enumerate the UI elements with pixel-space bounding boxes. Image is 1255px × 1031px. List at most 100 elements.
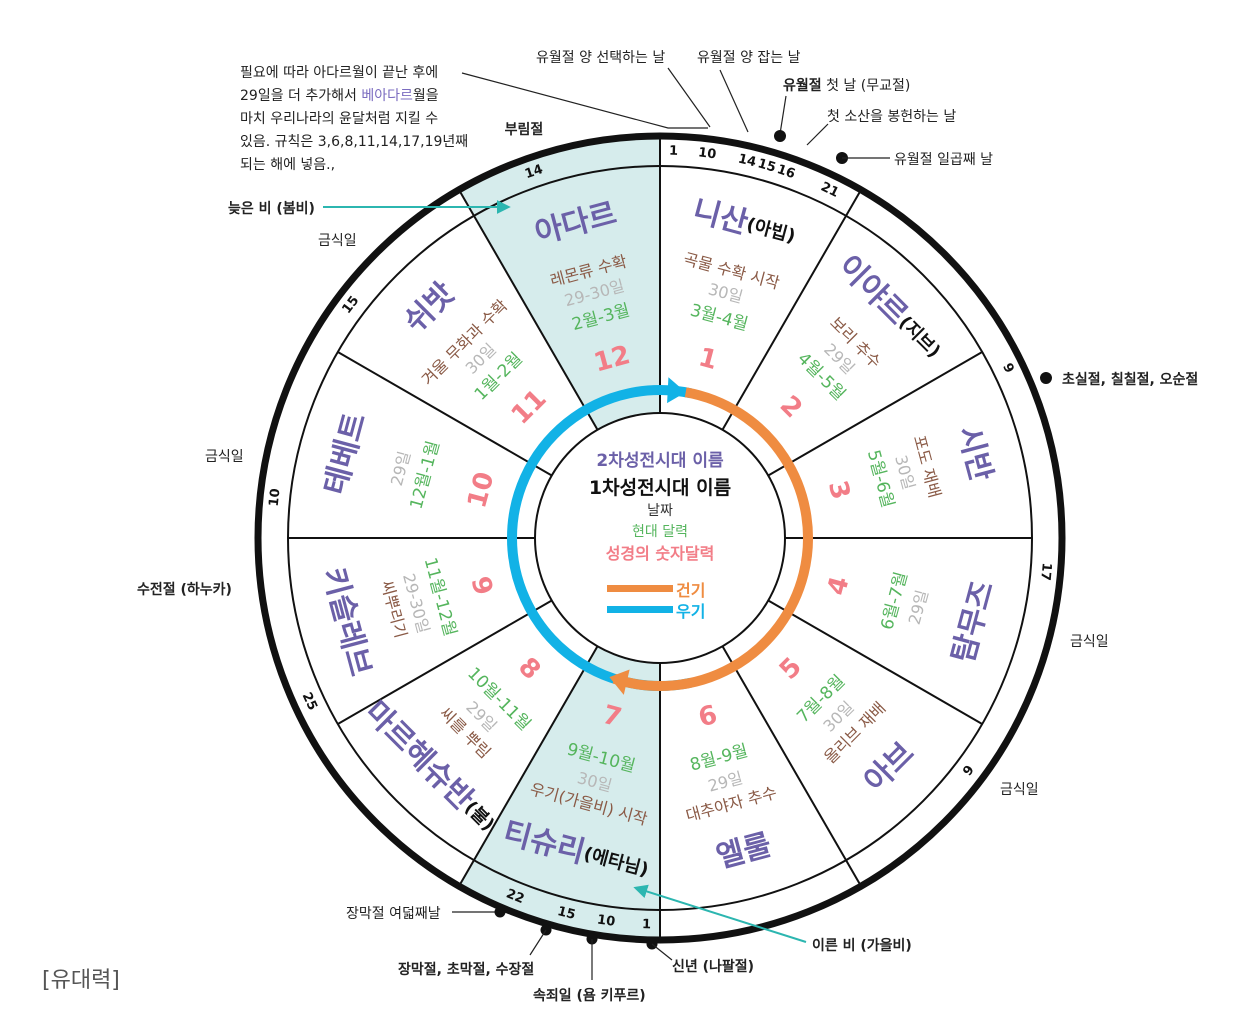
month-num: 9 xyxy=(465,573,499,598)
ring-day-number: 15 xyxy=(556,904,577,923)
latter-rain-label: 늦은 비 (봄비) xyxy=(228,201,315,217)
month-name: 이야르(지브) xyxy=(831,248,949,366)
hanukkah-label: 수전절 (하누카) xyxy=(137,581,232,598)
month-num: 10 xyxy=(462,469,500,512)
passover-seventh-label: 유월절 일곱째 날 xyxy=(894,152,993,168)
month-num: 4 xyxy=(821,573,855,598)
month-name: 시반 xyxy=(951,422,999,485)
fast-day-label-1: 금식일 xyxy=(318,233,357,249)
month-divider xyxy=(721,215,847,431)
sukkot-leader xyxy=(529,929,547,956)
month-divider xyxy=(473,215,599,431)
days-label: 날짜 xyxy=(647,503,673,519)
dry-arrowhead xyxy=(609,669,630,695)
month-divider xyxy=(337,599,553,725)
lamb-slaughter-label: 유월절 양 잡는 날 xyxy=(697,50,801,66)
month-modern: 12월-1월 xyxy=(407,439,444,512)
month-dividers xyxy=(288,136,1032,940)
ring-day-number: 16 xyxy=(775,162,797,182)
modern-label: 현대 달력 xyxy=(632,524,688,540)
early-rain-label: 이른 비 (가을비) xyxy=(812,937,912,954)
center-legend: 2차성전시대 이름 1차성전시대 이름 날짜 현대 달력 성경의 숫자달력 건기… xyxy=(589,451,731,621)
dry-legend-label: 건기 xyxy=(676,581,705,600)
veadar-note: 필요에 따라 아다르월이 끝난 후에 29일을 더 추가해서 베아다르월을 마치… xyxy=(240,65,473,173)
new-year-leader xyxy=(651,943,673,961)
first-fruits-label: 첫 소산을 봉헌하는 날 xyxy=(827,109,956,125)
month-modern: 3월-4월 xyxy=(688,300,750,335)
month-days: 29일 xyxy=(904,588,931,627)
dry-legend-swatch xyxy=(607,585,673,592)
rainy-arrowhead xyxy=(667,377,686,404)
month-name: 탐무즈 xyxy=(945,577,1000,666)
passover-dot xyxy=(774,130,786,142)
fast-day-label-4: 금식일 xyxy=(1000,782,1039,798)
month-divider xyxy=(337,351,553,477)
ring-day-number: 14 xyxy=(737,152,758,171)
second-temple-name-label: 2차성전시대 이름 xyxy=(596,451,724,471)
ring-day-number: 9 xyxy=(999,361,1016,376)
passover-leader xyxy=(779,95,787,135)
sukkot-eighth-label: 장막절 여덟째날 xyxy=(346,906,441,922)
ring-day-number: 1 xyxy=(642,917,652,932)
ring-day-number: 9 xyxy=(960,763,977,779)
month-num: 1 xyxy=(695,342,720,376)
ring-divider xyxy=(845,189,862,217)
month-name: 니산(아빕) xyxy=(689,193,799,254)
dry-season-arc xyxy=(612,387,813,691)
month-harvest: 포도 재배 xyxy=(910,433,945,500)
rainy-legend-label: 우기 xyxy=(676,602,705,621)
ring-day-number: 15 xyxy=(756,156,778,175)
fast-day-label-2: 금식일 xyxy=(205,449,244,465)
month-num: 11 xyxy=(505,383,552,430)
biblical-label: 성경의 숫자달력 xyxy=(606,544,715,563)
tishri-highlight xyxy=(459,646,660,940)
ring-day-number: 22 xyxy=(504,886,526,907)
yom-kippur-label: 속죄일 (욤 키푸르) xyxy=(533,987,646,1004)
ring-divider xyxy=(458,189,475,217)
ring-day-number: 10 xyxy=(596,913,616,930)
ring-day-number: 10 xyxy=(267,488,284,508)
shavuot-dot xyxy=(1040,372,1052,384)
month-divider xyxy=(721,645,847,861)
veadar-leader xyxy=(461,72,708,129)
month-days: 30일 xyxy=(706,279,745,306)
fast-day-label-3: 금식일 xyxy=(1070,634,1109,650)
sukkot-eighth-dot xyxy=(494,906,506,918)
month-num: 8 xyxy=(513,651,547,685)
ring-day-number: 10 xyxy=(697,145,717,162)
new-year-label: 신년 (나팔절) xyxy=(672,958,754,975)
ring-day-number: 1 xyxy=(669,144,679,159)
ring-day-number: 25 xyxy=(299,690,320,713)
lamb-select-leader xyxy=(667,67,711,128)
ring-day-number: 17 xyxy=(1037,562,1054,581)
month-num: 3 xyxy=(822,477,856,502)
month-divider xyxy=(473,645,599,861)
shavuot-label: 초실절, 칠칠절, 오순절 xyxy=(1062,371,1198,388)
month-name: 테베트 xyxy=(317,409,372,498)
month-days: 29일 xyxy=(386,449,413,488)
ring-divider xyxy=(845,859,862,887)
purim-label: 부림절 xyxy=(505,122,544,138)
month-divider xyxy=(767,351,983,477)
month-name: 엘룰 xyxy=(713,827,775,875)
month-num: 6 xyxy=(695,699,720,733)
month-modern: 8월-9월 xyxy=(688,741,750,776)
lamb-select-label: 유월절 양 선택하는 날 xyxy=(536,50,665,66)
ring-day-number: 21 xyxy=(818,179,841,200)
annotations: 필요에 따라 아다르월이 끝난 후에 29일을 더 추가해서 베아다르월을 마치… xyxy=(137,50,1198,1004)
month-days: 30일 xyxy=(892,453,919,492)
month-name: 아브 xyxy=(857,735,921,799)
month-divider xyxy=(767,599,983,725)
first-fruits-leader xyxy=(806,123,829,146)
first-temple-name-label: 1차성전시대 이름 xyxy=(589,477,731,499)
rainy-legend-swatch xyxy=(607,606,673,613)
